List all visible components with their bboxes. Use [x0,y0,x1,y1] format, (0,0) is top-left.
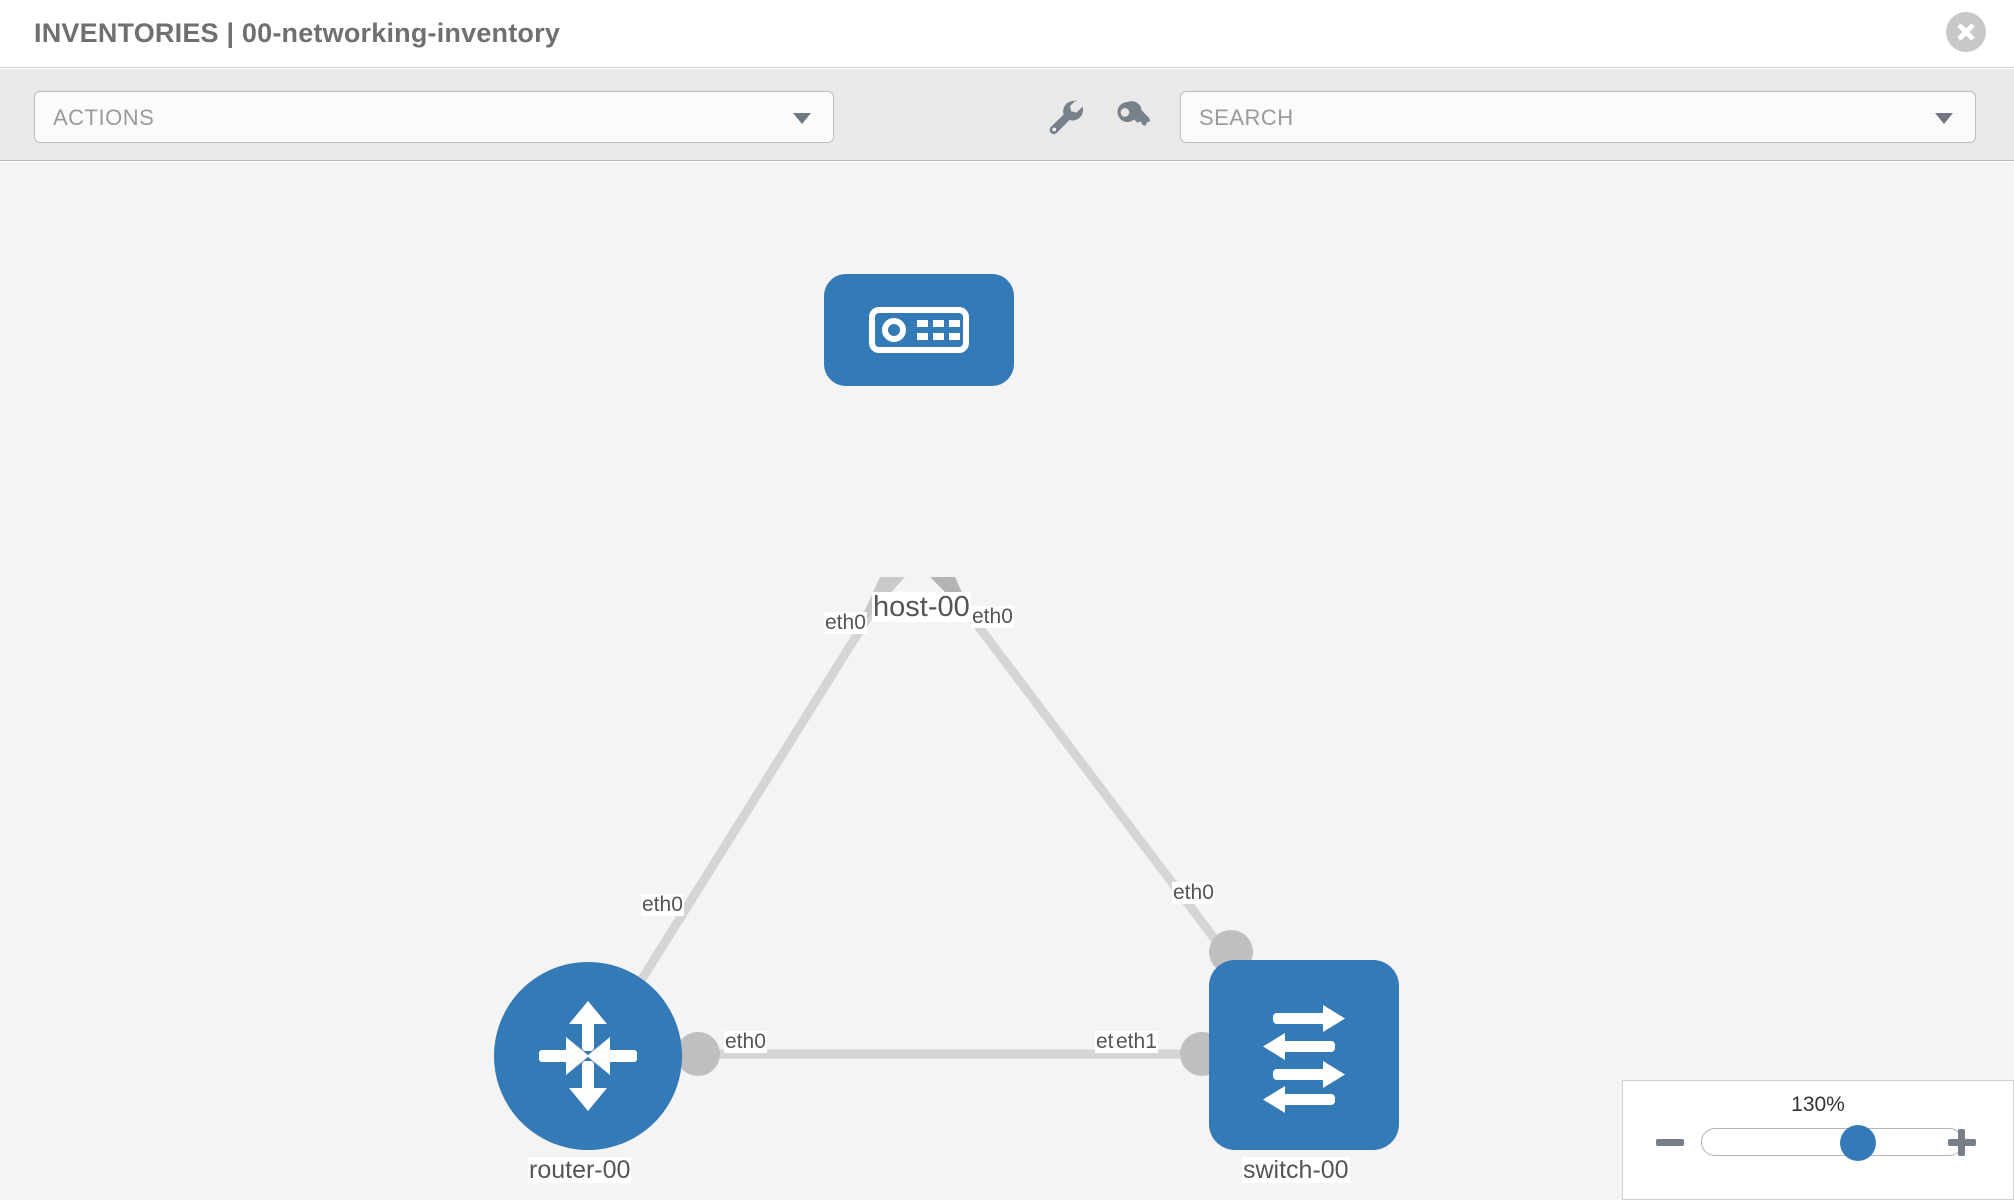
wrench-icon[interactable] [1044,97,1088,137]
switch-icon-glyph [1263,1005,1345,1113]
zoom-in-button[interactable] [1945,1125,1979,1159]
key-icon[interactable] [1110,97,1154,137]
node-label-router-00: router-00 [528,1156,632,1184]
node-switch-00[interactable] [1209,960,1399,1150]
page-header: INVENTORIES | 00-networking-inventory [0,0,2014,68]
search-input[interactable]: SEARCH [1180,91,1976,143]
zoom-slider[interactable] [1701,1125,1963,1161]
edge-label-router-up: eth0 [641,893,684,917]
actions-dropdown-label: ACTIONS [53,105,155,130]
search-placeholder-label: SEARCH [1199,105,1294,130]
chevron-down-icon [1935,113,1953,124]
zoom-slider-thumb[interactable] [1840,1125,1876,1161]
server-icon-glyph [869,307,969,353]
node-router-00[interactable] [494,962,682,1150]
edge-label-switch-west-b: eth1 [1115,1030,1158,1054]
node-label-switch-00: switch-00 [1242,1156,1350,1184]
node-label-host-00: host-00 [872,591,971,623]
router-icon-glyph [539,1001,637,1111]
chevron-down-icon [793,113,811,124]
page-title: INVENTORIES | 00-networking-inventory [34,18,561,48]
server-icon[interactable] [824,274,1014,386]
switch-icon[interactable] [1209,960,1399,1150]
zoom-control-panel: 130% [1622,1080,2014,1200]
router-icon[interactable] [494,962,682,1150]
topology-canvas[interactable]: host-00 eth0 eth0 [0,162,2014,1200]
edge-label-host-right: eth0 [971,605,1014,629]
edge-label-host-left: eth0 [824,611,867,635]
close-icon[interactable] [1946,12,1986,52]
zoom-out-button[interactable] [1653,1125,1687,1159]
edge-label-switch-north: eth0 [1172,881,1215,905]
zoom-level-value: 130% [1791,1093,1845,1116]
edge-label-router-east: eth0 [724,1030,767,1054]
actions-dropdown[interactable]: ACTIONS [34,91,834,143]
port-router-east[interactable] [676,1032,720,1076]
node-host-00[interactable] [824,274,1014,386]
toolbar: ACTIONS SEARCH [0,69,2014,161]
